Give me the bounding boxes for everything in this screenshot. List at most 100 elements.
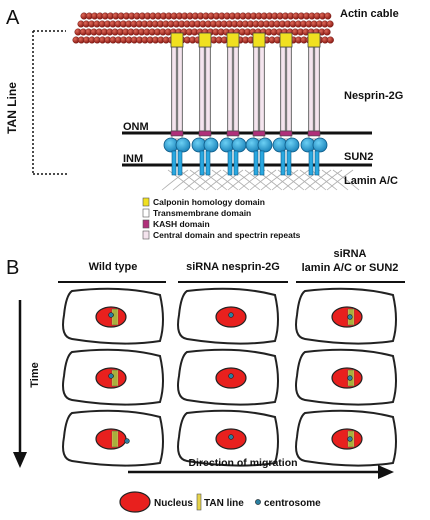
lamin-fiber (277, 169, 305, 191)
sun2-stalk (259, 150, 265, 176)
column-title-sirna-lamin-line2: lamin A/C or SUN2 (302, 262, 399, 274)
migration-arrow-head (378, 465, 394, 479)
migration-label: Direction of migration (188, 457, 297, 469)
cell (62, 287, 164, 345)
centrosome (347, 314, 353, 320)
transmembrane-domain (308, 135, 320, 140)
sun2-stalk (286, 150, 292, 176)
transmembrane-domain (171, 135, 183, 140)
tan-line (111, 369, 119, 387)
spectrin-rod (199, 46, 205, 132)
sun2-stalk (314, 150, 320, 176)
kash-domain (170, 130, 184, 137)
calponin-domain (252, 32, 266, 48)
legend-item-spectrin: Central domain and spectrin repeats (153, 230, 301, 240)
sun2-head (284, 137, 300, 153)
legend-centrosome-icon (255, 499, 261, 505)
sun2-head (257, 137, 273, 153)
lamin-fiber (326, 169, 354, 191)
sun2-stalk (253, 150, 259, 176)
tan-line-bracket (32, 30, 68, 175)
tan-line-label: TAN Line (5, 82, 19, 134)
nesprin-label: Nesprin-2G (344, 90, 403, 102)
spectrin-rod (227, 46, 233, 132)
lamin-fiber (321, 169, 349, 191)
sun2-stalk (227, 150, 233, 176)
lamin-fiber (288, 169, 316, 191)
lamin-fiber (211, 169, 239, 191)
sun2-stalk (171, 150, 177, 176)
spectrin-rod (308, 46, 314, 132)
legend-swatch-transmembrane (142, 208, 150, 218)
cell (62, 409, 164, 467)
legend-nucleus-label: Nucleus (154, 498, 193, 509)
calponin-domain (170, 32, 184, 48)
centrosome (347, 436, 353, 442)
legend-swatch-calponin (142, 197, 150, 207)
actin-bead (323, 28, 331, 36)
nesprin-unit (272, 32, 300, 176)
kash-domain (307, 130, 321, 137)
nesprin-unit (219, 32, 247, 176)
lamin-fiber (299, 169, 327, 191)
centrosome (108, 312, 114, 318)
lamin-fiber (194, 169, 222, 191)
nesprin-unit (245, 32, 273, 176)
panel-b-letter: B (6, 257, 19, 279)
column-title-sirna-nesprin: siRNA nesprin-2G (186, 261, 280, 273)
transmembrane-domain (227, 135, 239, 140)
tan-line (111, 430, 119, 448)
spectrin-rod (259, 46, 265, 132)
spectrin-rod (314, 46, 320, 132)
nesprin-unit (163, 32, 191, 176)
spectrin-rod (205, 46, 211, 132)
lamin-fiber (244, 169, 272, 191)
lamin-fiber (271, 169, 299, 191)
sun2-head (312, 137, 328, 153)
kash-domain (198, 130, 212, 137)
sun2-head (231, 137, 247, 153)
transmembrane-domain (280, 135, 292, 140)
nucleus (95, 428, 127, 450)
actin-bead (326, 20, 334, 28)
centrosome (228, 312, 234, 318)
legend-item-calponin: Calponin homology domain (153, 197, 265, 207)
calponin-domain (307, 32, 321, 48)
lamin-fiber (172, 169, 200, 191)
spectrin-rod (177, 46, 183, 132)
tan-line (111, 308, 119, 326)
lamin-fiber (255, 169, 283, 191)
sun2-label: SUN2 (344, 151, 373, 163)
calponin-domain (226, 32, 240, 48)
actin-cable-label: Actin cable (340, 8, 399, 20)
legend-item-kash: KASH domain (153, 219, 210, 229)
spectrin-rod (286, 46, 292, 132)
column-title-sirna-lamin-line1: siRNA (333, 248, 366, 260)
centrosome (108, 373, 114, 379)
lamin-fiber (189, 169, 217, 191)
sun2-stalk (280, 150, 286, 176)
sun2-head (203, 137, 219, 153)
lamin-fiber (216, 169, 244, 191)
transmembrane-domain (199, 135, 211, 140)
lamin-fiber (222, 169, 250, 191)
cell (295, 287, 397, 345)
actin-bead (324, 12, 332, 20)
lamin-label: Lamin A/C (344, 175, 398, 187)
spectrin-rod (171, 46, 177, 132)
cell (62, 348, 164, 406)
sun2-stalk (233, 150, 239, 176)
nucleus (331, 306, 363, 328)
lamin-fiber (310, 169, 338, 191)
centrosome (228, 373, 234, 379)
cell (177, 348, 279, 406)
legend-nucleus-icon (119, 491, 151, 513)
actin-bead (326, 36, 334, 44)
sun2-head (175, 137, 191, 153)
spectrin-rod (280, 46, 286, 132)
centrosome (124, 438, 130, 444)
legend-centrosome-label: centrosome (264, 498, 321, 509)
legend-a: Calponin homology domain Transmembrane d… (142, 197, 301, 240)
lamin-fiber (304, 169, 332, 191)
sun2-stalk (308, 150, 314, 176)
